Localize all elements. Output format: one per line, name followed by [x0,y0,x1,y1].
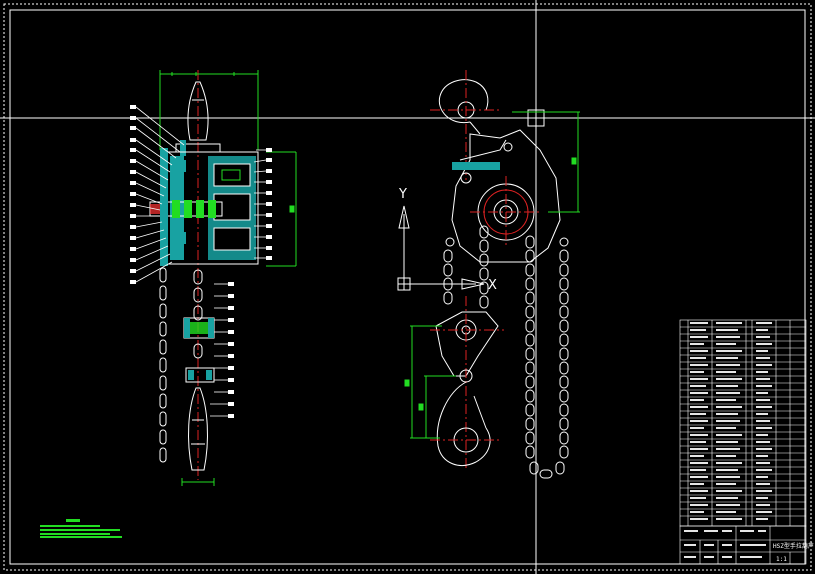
axis-x-label: X [488,278,497,293]
axis-y-label: Y [398,187,407,202]
parts-list-entries [690,322,772,520]
parts-list-table [679,319,807,527]
drawing-frame [3,3,812,571]
title-block [679,525,807,565]
front-view [404,70,580,479]
drawing-title: HSZ型手拉葫芦 [773,542,814,550]
drawing-scale: 1:1 [776,556,787,563]
section-view [130,70,297,486]
title-block-entries [684,530,766,558]
ucs-axis-icon [397,205,485,291]
technical-notes [40,519,122,538]
